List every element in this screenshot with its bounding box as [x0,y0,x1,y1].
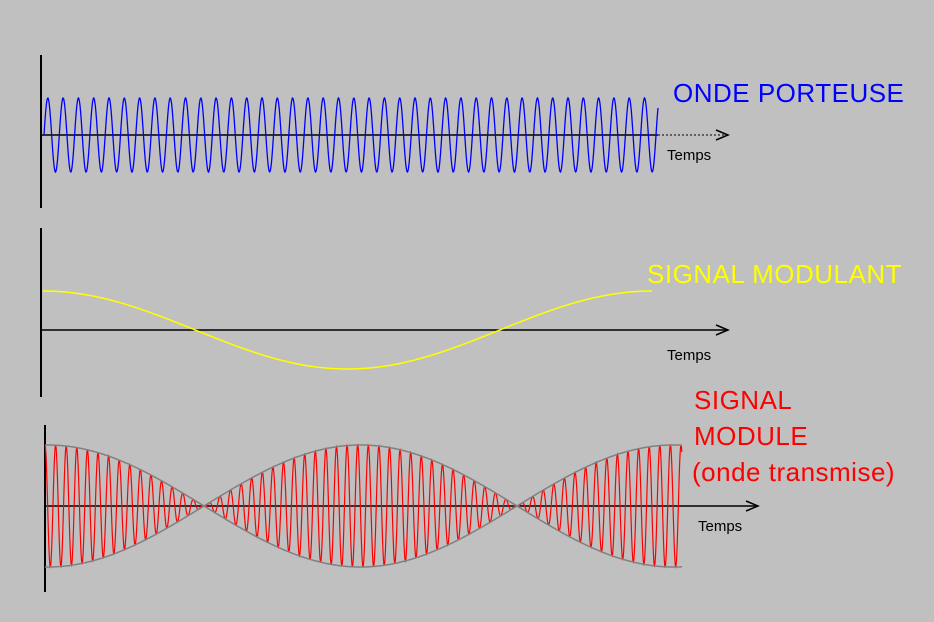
modulating-time-label: Temps [667,347,712,364]
modulated-panel [44,425,760,592]
modulating-axis-arrow [715,324,730,336]
modulated-title-line-3: (onde transmise) [692,457,896,487]
modulated-title-line-1: SIGNAL [694,385,793,415]
carrier-axis-arrow [715,129,730,141]
carrier-title: ONDE PORTEUSE [673,78,905,108]
carrier-panel [40,55,730,208]
modulated-axis-arrow [745,500,760,512]
carrier-wave [43,96,659,174]
modulated-time-label: Temps [698,518,743,535]
modulating-wave [43,290,652,370]
modulating-title: SIGNAL MODULANT [647,259,903,289]
envelope-lower [44,505,683,568]
envelope-upper [44,444,683,507]
carrier-time-label: Temps [667,147,712,164]
modulated-title-line-2: MODULE [694,421,809,451]
modulating-panel [40,228,730,397]
